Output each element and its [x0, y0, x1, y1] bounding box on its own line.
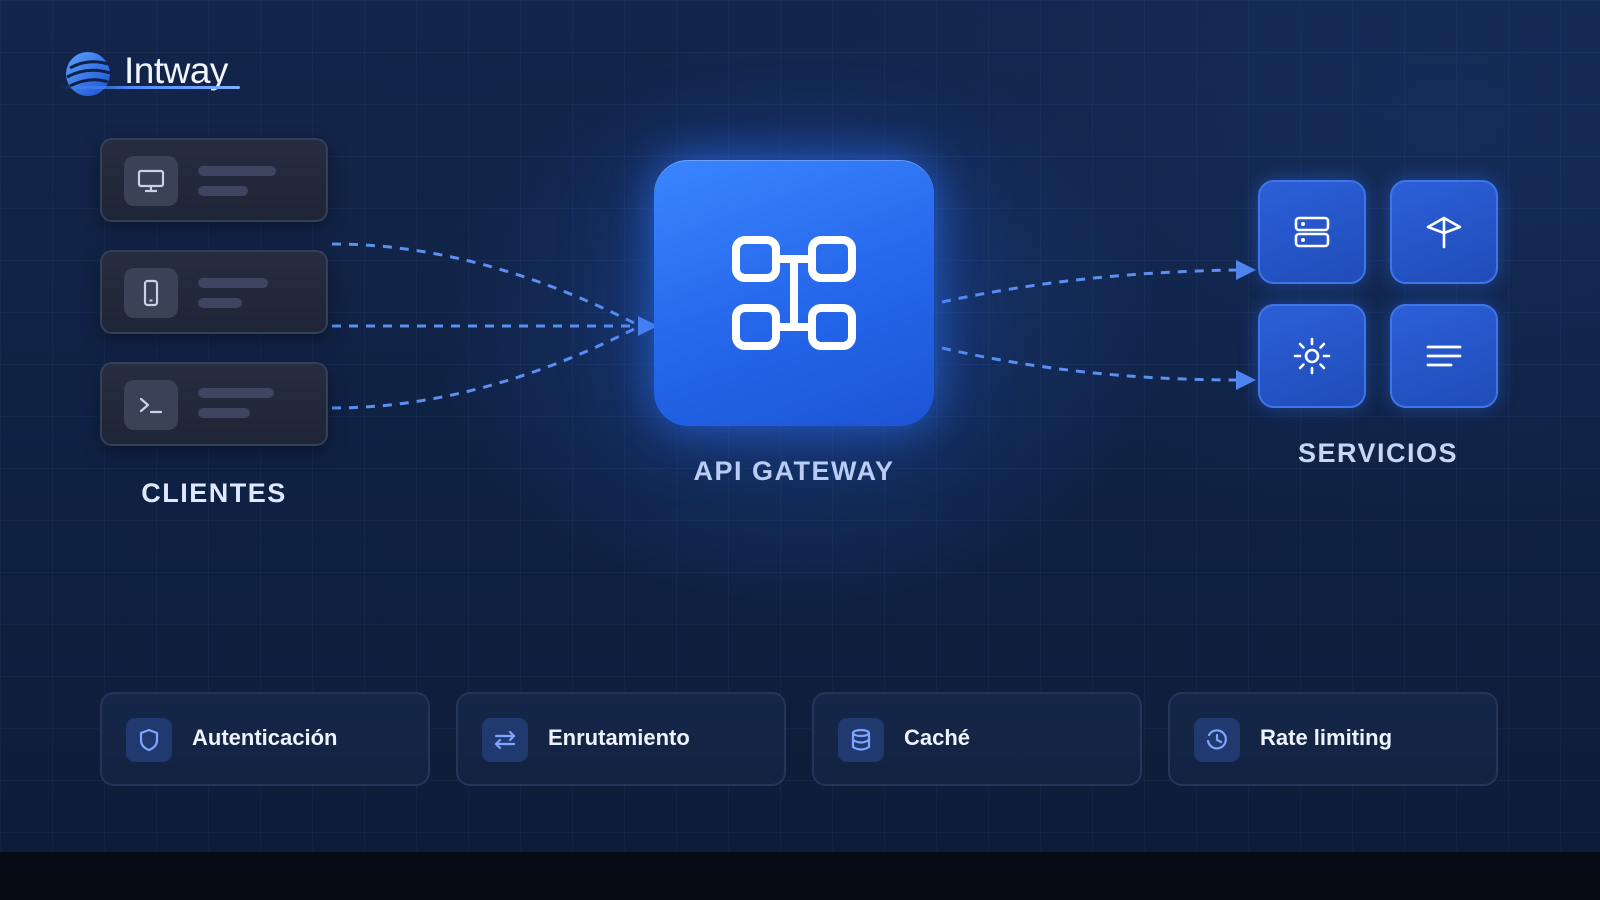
- placeholder-line: [198, 388, 274, 398]
- monitor-icon: [137, 169, 165, 193]
- brand-logo: Intway: [62, 48, 228, 100]
- api-gateway-label: API GATEWAY: [693, 456, 895, 486]
- feature-label: Enrutamiento: [548, 725, 690, 750]
- client-icon-frame: [124, 268, 178, 318]
- feature-label: Autenticación: [192, 725, 338, 750]
- smartphone-icon: [143, 279, 159, 307]
- shield-icon: [139, 728, 159, 752]
- arrow-head-service-top: [1236, 260, 1256, 280]
- connector-client-1: [331, 242, 641, 328]
- globe-logo-icon: [66, 52, 111, 96]
- connector-service-top: [941, 268, 1239, 304]
- connector-service-bottom: [941, 346, 1239, 382]
- diagram-canvas: Intway: [0, 0, 1600, 852]
- feature-icon-frame: [126, 718, 172, 762]
- database-icon: [851, 728, 871, 751]
- feature-card-authentication: Autenticación: [100, 692, 430, 786]
- settings-sun-icon: [1293, 337, 1331, 375]
- feature-icon-frame: [482, 718, 528, 762]
- feature-icon-frame: [1194, 718, 1240, 762]
- brand-underline: [60, 86, 240, 89]
- swap-arrows-icon: [494, 730, 516, 750]
- connector-layer: [331, 242, 1256, 410]
- feature-card-rate-limiting: Rate limiting: [1168, 692, 1498, 786]
- network-nodes-icon: [732, 236, 856, 350]
- api-gateway-block: [654, 160, 934, 426]
- feature-icon-frame: [838, 718, 884, 762]
- arrow-head-service-bottom: [1236, 370, 1256, 390]
- service-signpost: [1390, 180, 1498, 284]
- client-card-mobile: [100, 250, 328, 334]
- placeholder-line: [198, 298, 242, 308]
- bottom-bar: [0, 852, 1600, 900]
- placeholder-line: [198, 166, 276, 176]
- service-settings: [1258, 304, 1366, 408]
- feature-card-cache: Caché: [812, 692, 1142, 786]
- signpost-icon: [1426, 216, 1462, 249]
- services-label: SERVICIOS: [1297, 438, 1459, 468]
- service-lines: [1390, 304, 1498, 408]
- feature-label: Rate limiting: [1260, 725, 1393, 750]
- server-icon: [1294, 216, 1330, 248]
- placeholder-line: [198, 408, 250, 418]
- client-card-terminal: [100, 362, 328, 446]
- connector-client-3: [331, 324, 641, 410]
- service-server: [1258, 180, 1366, 284]
- brand-name: Intway: [124, 50, 228, 91]
- client-card-desktop: [100, 138, 328, 222]
- arrow-head-gateway: [638, 316, 658, 336]
- placeholder-line: [198, 186, 248, 196]
- lines-icon: [1426, 345, 1462, 367]
- terminal-icon: [139, 397, 163, 414]
- client-icon-frame: [124, 156, 178, 206]
- clients-label: CLIENTES: [141, 478, 287, 508]
- client-icon-frame: [124, 380, 178, 430]
- placeholder-line: [198, 278, 268, 288]
- feature-label: Caché: [904, 725, 971, 750]
- clock-icon: [1206, 729, 1227, 750]
- feature-card-routing: Enrutamiento: [456, 692, 786, 786]
